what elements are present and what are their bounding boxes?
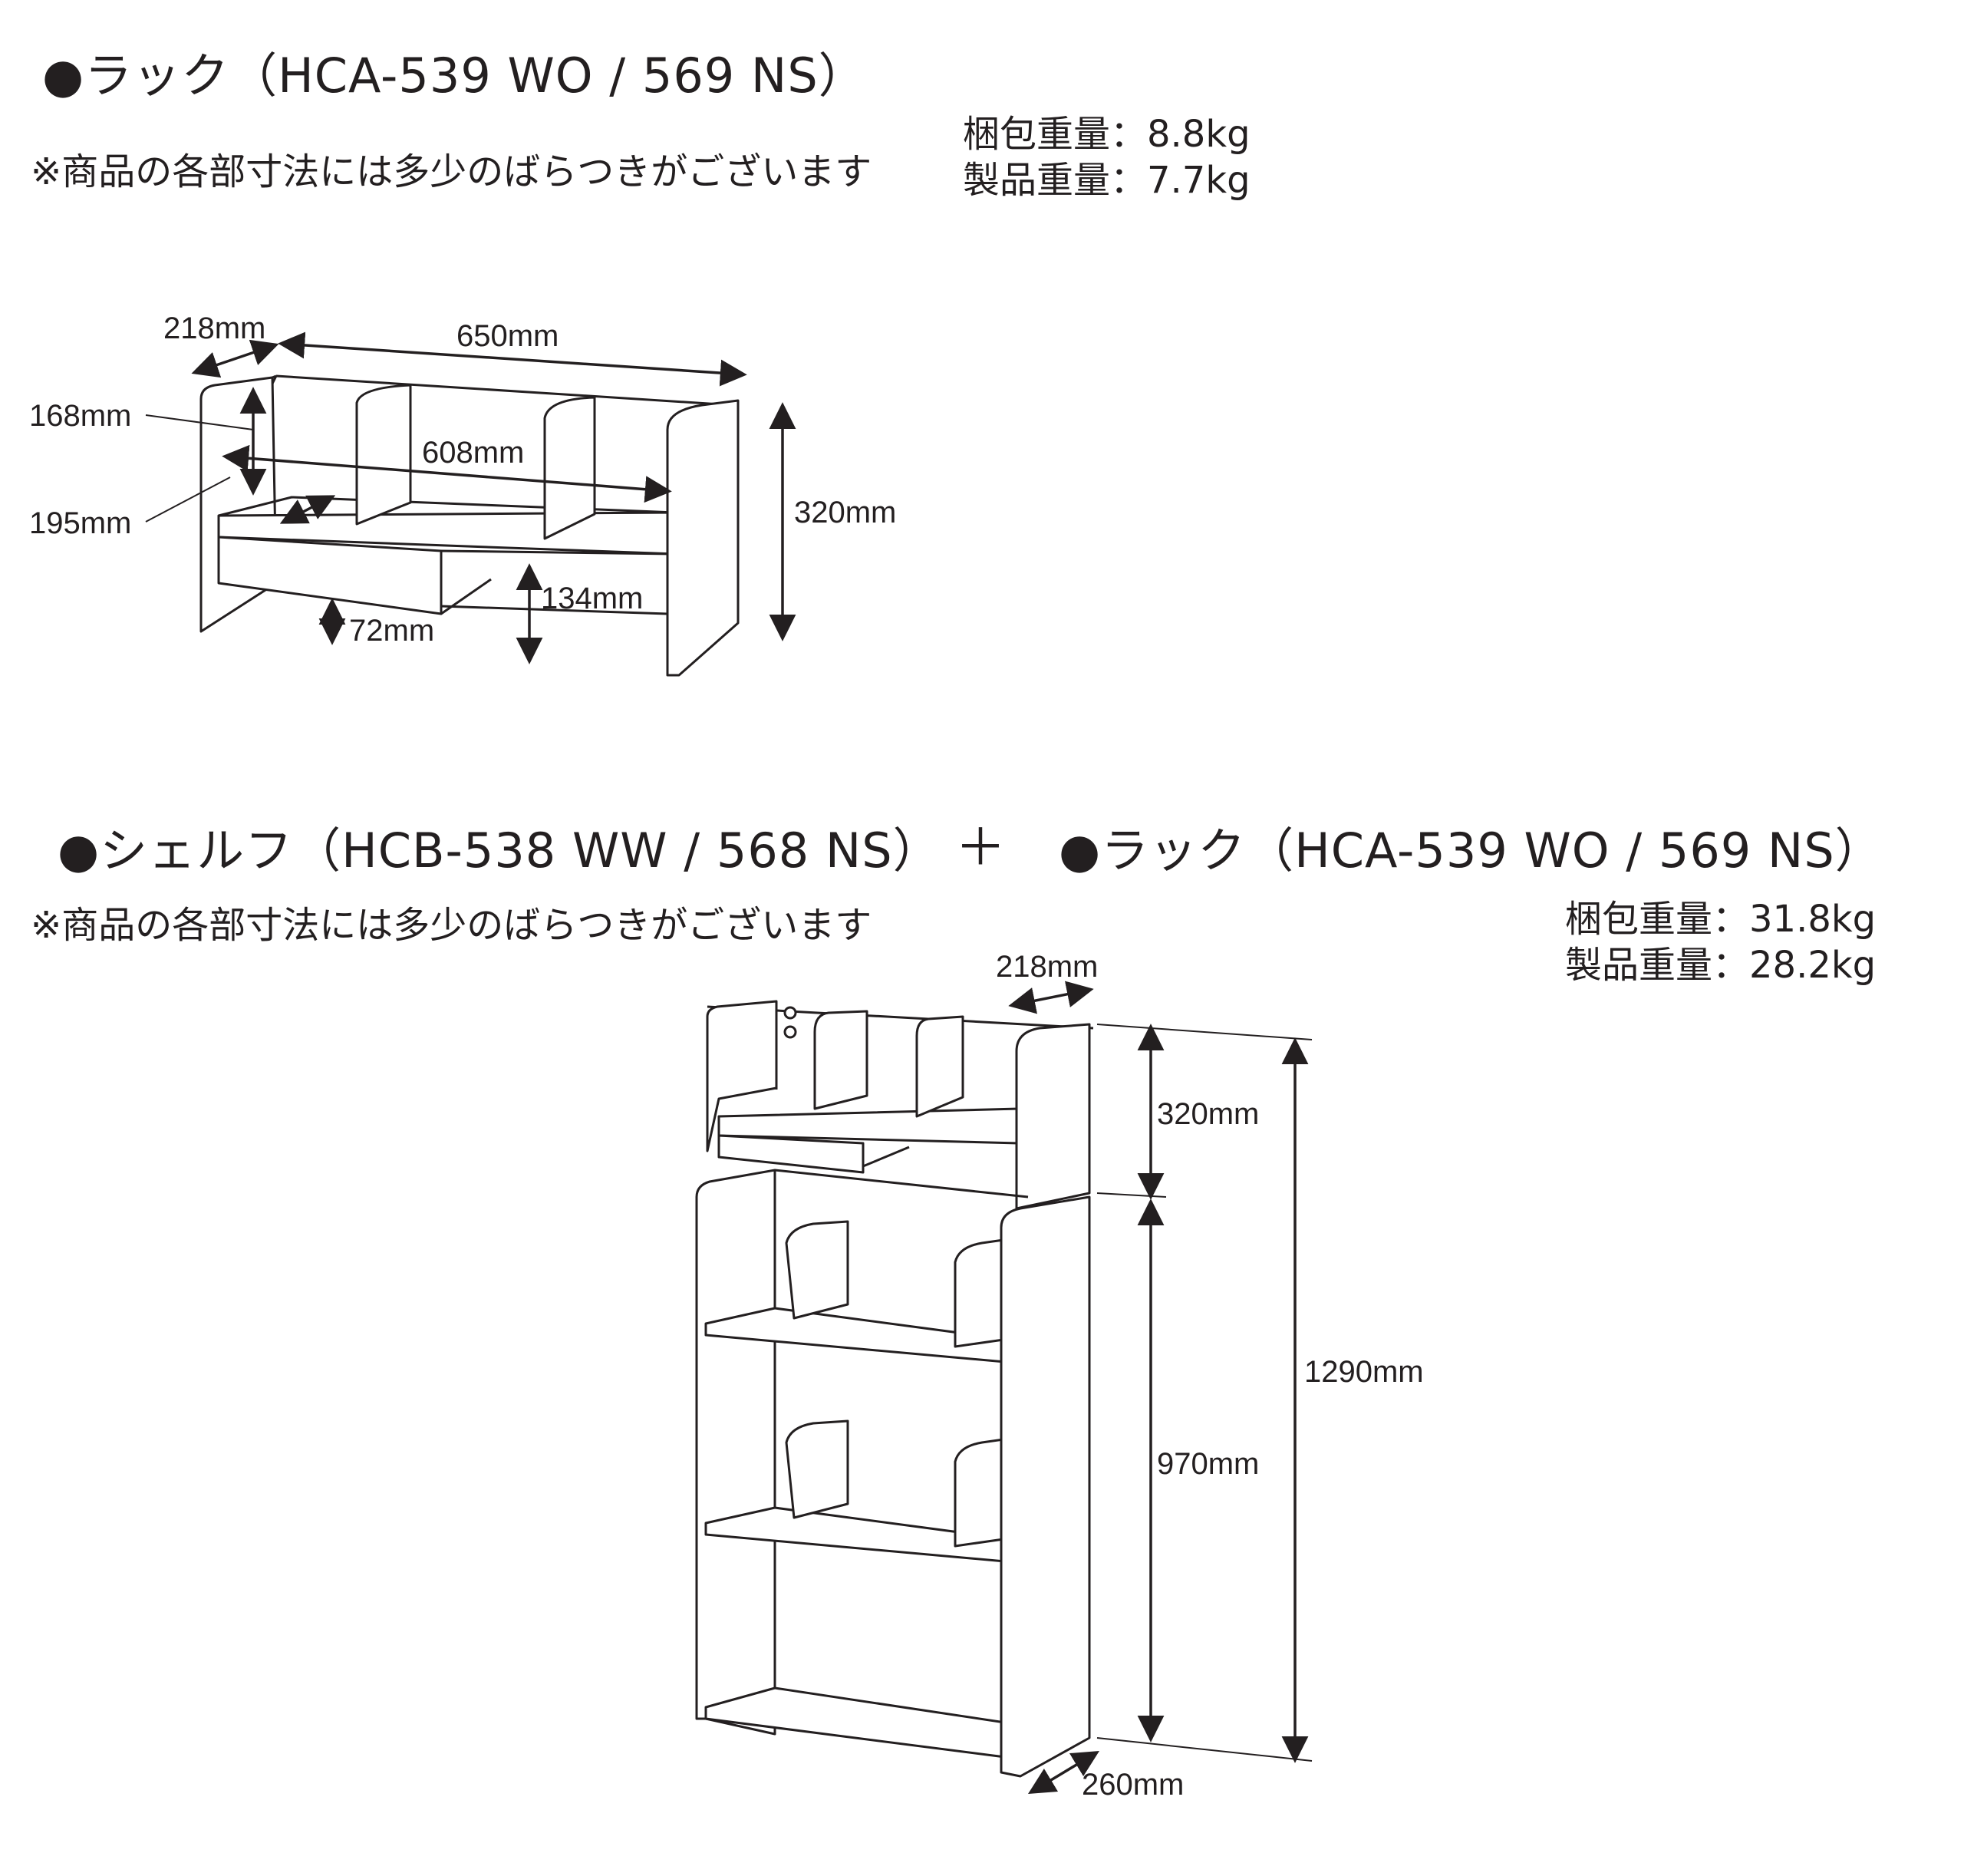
packing-weight: 梱包重量：8.8kg (963, 113, 1251, 156)
plus-sign: ＋ (955, 818, 1006, 877)
upper-rack-drawer (717, 1134, 865, 1174)
shelf-rack-drawing (695, 981, 1313, 1795)
product-weight-combined: 製品重量：28.2kg (1565, 944, 1877, 987)
rack-drawing (145, 331, 796, 677)
shelf-title: ●シェルフ（HCB-538 WW / 568 NS） (58, 823, 941, 879)
variation-note-combined: ※商品の各部寸法には多少のばらつきがございます (31, 904, 872, 947)
rack-title-combined: ●ラック（HCA-539 WO / 569 NS） (1059, 823, 1883, 879)
rack-title: ●ラック（HCA-539 WO / 569 NS） (42, 48, 867, 104)
packing-weight-combined: 梱包重量：31.8kg (1565, 898, 1877, 941)
shelf-board-bottom (704, 1686, 1007, 1759)
dim-shelf-height-label: 970mm (1157, 1447, 1260, 1481)
shelf-left-panel (695, 1169, 776, 1736)
variation-note: ※商品の各部寸法には多少のばらつきがございます (31, 150, 872, 193)
dim-upper-height-label: 168mm (29, 399, 132, 433)
rack-drawer-front (217, 536, 443, 615)
rack-divider-right (543, 396, 596, 540)
shelf-right-panel (1000, 1195, 1091, 1778)
dim-drawer-height-label: 72mm (349, 614, 435, 648)
dim-inner-depth-label: 195mm (29, 506, 132, 540)
dim-rack-height-label: 320mm (1157, 1097, 1260, 1131)
dim-rack-depth-label: 218mm (996, 950, 1099, 984)
dim-total-height-label: 320mm (794, 496, 897, 529)
dim-total-height-combined-label: 1290mm (1304, 1355, 1424, 1389)
rack-right-panel (666, 399, 740, 677)
product-weight: 製品重量：7.7kg (963, 159, 1251, 202)
dim-leg-height-label: 134mm (541, 582, 644, 615)
upper-rack-left-panel (706, 1000, 778, 1152)
upper-rack-right-panel (1015, 1023, 1091, 1210)
dim-depth-label: 218mm (163, 312, 266, 345)
rack-divider-left (355, 384, 412, 526)
